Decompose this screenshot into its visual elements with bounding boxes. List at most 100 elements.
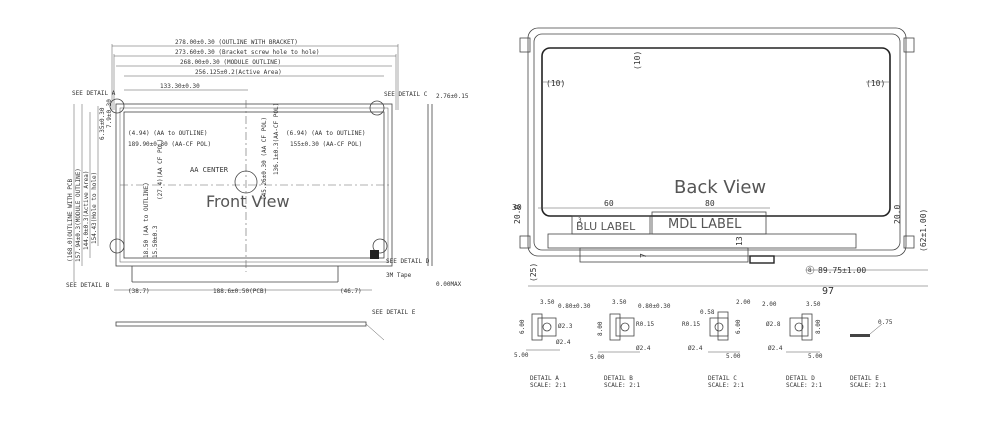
- detail-a-d1: 3.50: [540, 299, 555, 306]
- bracket-inner: [533, 33, 901, 251]
- detail-d-d1: 2.00: [762, 301, 777, 308]
- module-outline: [115, 103, 393, 267]
- dim-13: 13: [735, 236, 744, 246]
- detail-b-d5: 5.00: [590, 354, 605, 361]
- dim-10-right: (10): [866, 79, 885, 88]
- dim-v9: (27.4)(AA CF POL): [157, 139, 164, 200]
- dim-467: (46.7): [340, 288, 362, 295]
- callout-3: 3: [578, 217, 582, 224]
- dim-7: 7: [639, 253, 648, 258]
- see-detail-d: SEE DETAIL D: [386, 258, 430, 265]
- back-view-title: Back View: [674, 177, 766, 198]
- tape-label: 3M Tape: [386, 272, 412, 279]
- tab: [519, 37, 531, 53]
- dim-screw: 273.60±0.30 (Bracket screw hole to hole): [175, 49, 320, 56]
- dim-133: 133.30±0.30: [160, 83, 200, 90]
- callout-8: 8: [808, 267, 812, 274]
- dim-8975: 89.75±1.00: [818, 266, 866, 275]
- detail-d-title: DETAIL D: [786, 375, 815, 382]
- detail-d: 2.00 3.50 Ø2.8 Ø2.4 5.00 8.00 DETAIL D S…: [762, 301, 823, 389]
- detail-b-d4: Ø2.4: [636, 345, 651, 352]
- aa-center-label: AA CENTER: [190, 166, 229, 174]
- callout-8-circle: [805, 265, 815, 275]
- dim-v1: (168.0)OUTLINE WITH PCB: [67, 179, 74, 262]
- detail-b-scale: SCALE: 2:1: [604, 382, 641, 389]
- detail-b: 3.50 0.80±0.30 R0.15 Ø2.4 5.00 8.00 DETA…: [590, 299, 671, 389]
- detail-c-d1: 2.00: [736, 299, 751, 306]
- detail-d-d4: Ø2.4: [768, 345, 783, 352]
- detail-d-d3: Ø2.8: [766, 321, 781, 328]
- mount-hole-d: [372, 238, 388, 254]
- back-view: (10) (10) (10) Back View 60 80 30 BLU LA…: [512, 27, 928, 297]
- dim-module: 268.00±0.30 (MODULE OUTLINE): [180, 59, 281, 66]
- pcb: [579, 247, 749, 263]
- dim-v5: 6.35±0.30: [99, 107, 106, 140]
- detail-c-d5: 5.00: [726, 353, 741, 360]
- detail-d-d6: 8.00: [815, 319, 822, 334]
- dim-br: 155±0.30 (AA-CF POL): [290, 141, 362, 148]
- dim-97: 97: [822, 286, 834, 297]
- detail-c-title: DETAIL C: [708, 375, 737, 382]
- detail-d-d2: 3.50: [806, 301, 821, 308]
- mount-hole-b: [109, 238, 125, 254]
- dim-62: (62±1.00): [919, 209, 928, 252]
- detail-c: 2.00 0.58 R0.15 Ø2.4 5.00 6.00 DETAIL C …: [682, 299, 751, 389]
- detail-a-d4: Ø2.4: [556, 339, 571, 346]
- detail-a-d6: 6.00: [519, 319, 526, 334]
- tab: [903, 235, 915, 249]
- detail-e: 0.75 DETAIL E SCALE: 2:1: [850, 319, 893, 389]
- detail-a-d3: Ø2.3: [558, 323, 573, 330]
- connector: [749, 255, 775, 264]
- detail-e-title: DETAIL E: [850, 375, 879, 382]
- bottom-profile-lead: [365, 323, 385, 341]
- dim-bl: 189.90±0.30 (AA-CF POL): [128, 141, 211, 148]
- tab: [903, 37, 915, 53]
- detail-c-d2: 0.58: [700, 309, 715, 316]
- blu-label-text: BLU LABEL: [576, 220, 636, 233]
- dim-v8: 15.50±0.3: [152, 225, 159, 258]
- detail-c-d4: Ø2.4: [688, 345, 703, 352]
- bottom-profile: [115, 321, 367, 327]
- dim-active: 256.125±0.2(Active Area): [195, 69, 282, 76]
- detail-d-d5: 5.00: [808, 353, 823, 360]
- dim-694: (6.94) (AA to OUTLINE): [286, 130, 365, 137]
- detail-b-d3: R0.15: [636, 321, 654, 328]
- dim-thickness: 2.76±0.15: [436, 93, 469, 100]
- see-detail-a: SEE DETAIL A: [72, 90, 116, 97]
- dim-v7: 18.50 (AA to OUTLINE): [143, 182, 150, 258]
- detail-a-d5: 5.00: [514, 352, 529, 359]
- connector-block: [370, 250, 379, 259]
- detail-e-scale: SCALE: 2:1: [850, 382, 887, 389]
- detail-b-d1: 3.50: [612, 299, 627, 306]
- dim-10-left: (10): [546, 79, 565, 88]
- detail-a-scale: SCALE: 2:1: [530, 382, 567, 389]
- see-detail-c: SEE DETAIL C: [384, 91, 428, 98]
- bracket-outline: [527, 27, 907, 257]
- dim-30: 30: [512, 203, 522, 212]
- dim-v6: 7.9±0.30: [106, 99, 113, 128]
- aa-center-circle: [234, 170, 258, 194]
- dim-v3: 144.0±0.3(Active Area): [83, 171, 90, 250]
- dim-494: (4.94) (AA to OUTLINE): [128, 130, 207, 137]
- detail-b-d6: 8.00: [597, 321, 604, 336]
- mdl-label-text: MDL LABEL: [668, 217, 742, 232]
- detail-d-scale: SCALE: 2:1: [786, 382, 823, 389]
- dim-387: (38.7): [128, 288, 150, 295]
- left-vertical-dims: (168.0)OUTLINE WITH PCB 157.94±0.3(MODUL…: [67, 99, 113, 282]
- mount-hole-a: [109, 98, 125, 114]
- dim-v4: 154.43(Hole to hole): [91, 172, 98, 244]
- mount-hole-c: [369, 100, 385, 116]
- front-view-title: Front View: [206, 192, 290, 211]
- dim-20-right: 20.0: [893, 205, 902, 224]
- front-view: 278.00±0.30 (OUTLINE WITH BRACKET) 273.6…: [66, 39, 469, 341]
- detail-e-d1: 0.75: [878, 319, 893, 326]
- detail-c-scale: SCALE: 2:1: [708, 382, 745, 389]
- detail-b-d2: 0.80±0.30: [638, 303, 671, 310]
- dim-bottom-pcb: 188.6±0.50(PCB): [213, 288, 267, 295]
- detail-a: 3.50 0.80±0.30 Ø2.3 Ø2.4 5.00 6.00 DETAI…: [514, 299, 591, 389]
- dim-outline-bracket: 278.00±0.30 (OUTLINE WITH BRACKET): [175, 39, 298, 46]
- see-detail-e: SEE DETAIL E: [372, 309, 416, 316]
- dim-80: 80: [705, 199, 715, 208]
- detail-c-d6: 6.00: [735, 319, 742, 334]
